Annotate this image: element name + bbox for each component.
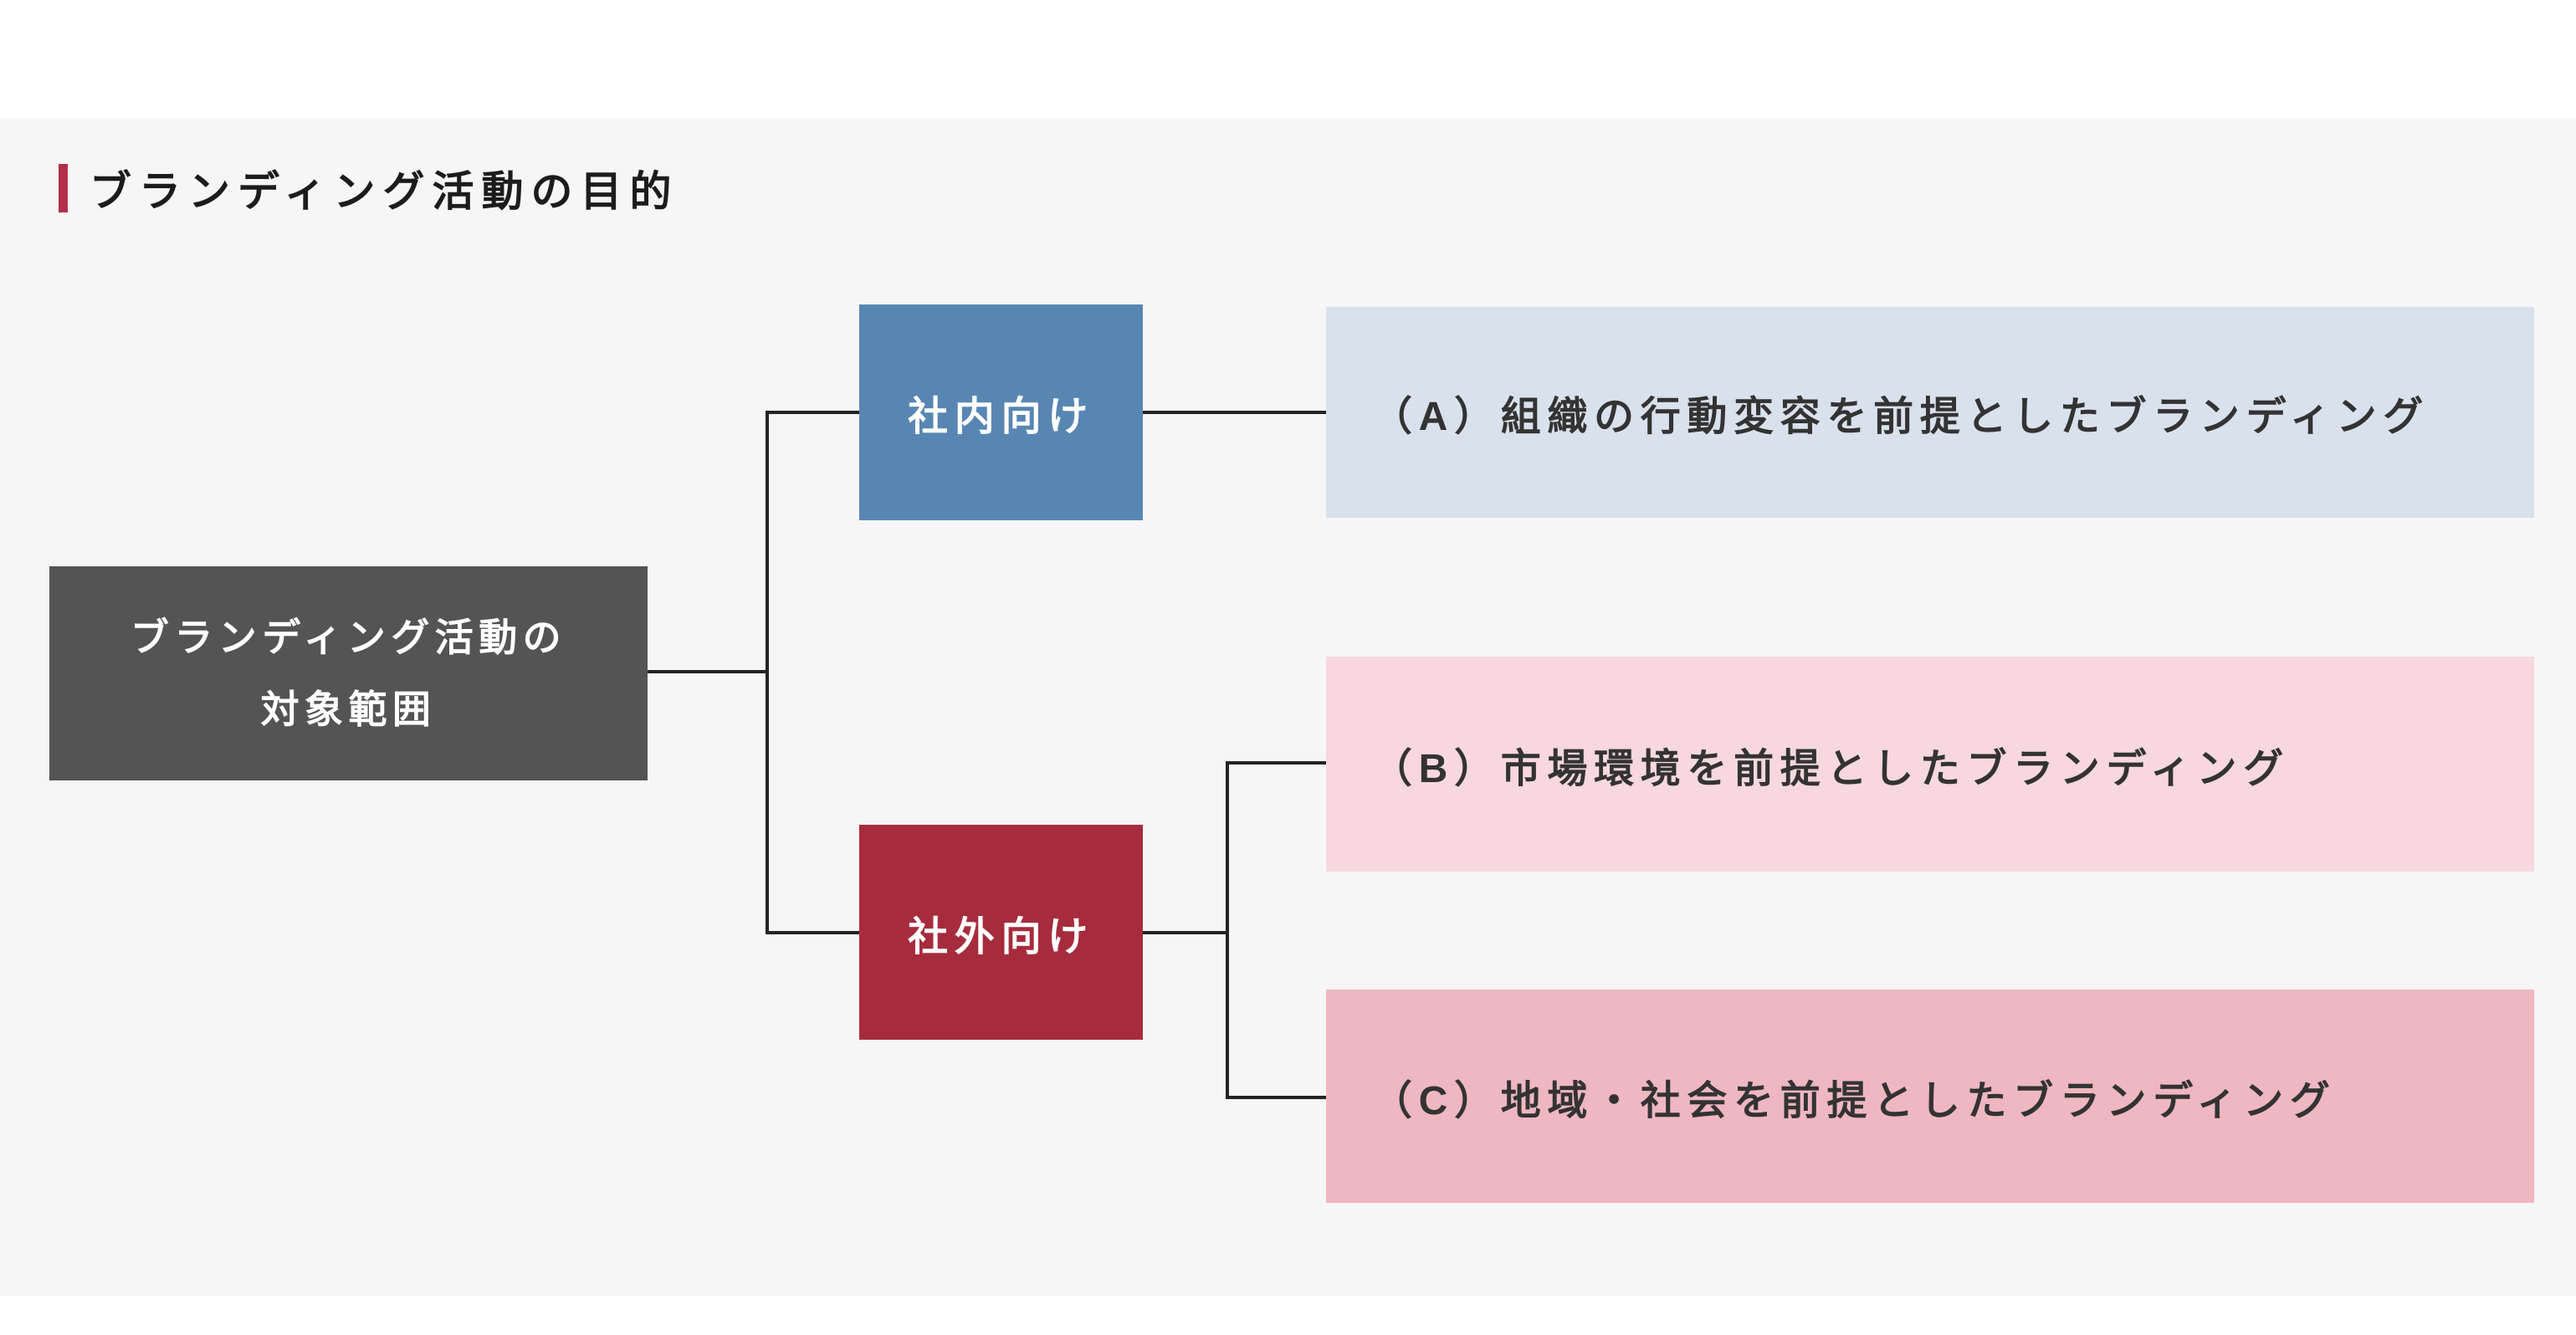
branch-box-internal-label: 社内向け: [908, 395, 1094, 439]
connector-trunk1-to-external: [769, 931, 859, 934]
connector-trunk2-to-leaf-b: [1229, 761, 1326, 765]
branch-box-external: 社外向け: [859, 825, 1143, 1040]
leaf-box-a: （A）組織の行動変容を前提としたブランディング: [1326, 307, 2534, 518]
connector-trunk1-to-internal: [769, 411, 859, 414]
leaf-box-b: （B）市場環境を前提としたブランディング: [1326, 657, 2534, 872]
connector-external-to-trunk2: [1143, 931, 1229, 934]
root-box-branding-scope: ブランディング活動の 対象範囲: [49, 566, 648, 780]
branch-box-external-label: 社外向け: [908, 914, 1094, 959]
page-title-row: ブランディング活動の目的: [59, 161, 679, 216]
connector-internal-to-leaf-a: [1143, 411, 1326, 414]
page-title: ブランディング活動の目的: [90, 168, 679, 215]
leaf-box-c-label: （C）地域・社会を前提としたブランディング: [1372, 1078, 2337, 1123]
leaf-box-c: （C）地域・社会を前提としたブランディング: [1326, 990, 2534, 1203]
branch-box-internal: 社内向け: [859, 304, 1143, 520]
connector-root-to-trunk1: [648, 670, 769, 673]
root-box-label-line2: 対象範囲: [260, 688, 437, 731]
connector-trunk1-vertical: [766, 411, 769, 934]
connector-trunk2-to-leaf-c: [1229, 1096, 1326, 1099]
connector-trunk2-vertical: [1226, 761, 1229, 1099]
leaf-box-b-label: （B）市場環境を前提としたブランディング: [1372, 746, 2290, 791]
leaf-box-a-label: （A）組織の行動変容を前提としたブランディング: [1372, 395, 2430, 439]
root-box-label-line1: ブランディング活動の: [130, 615, 567, 659]
title-accent-bar: [59, 164, 68, 212]
